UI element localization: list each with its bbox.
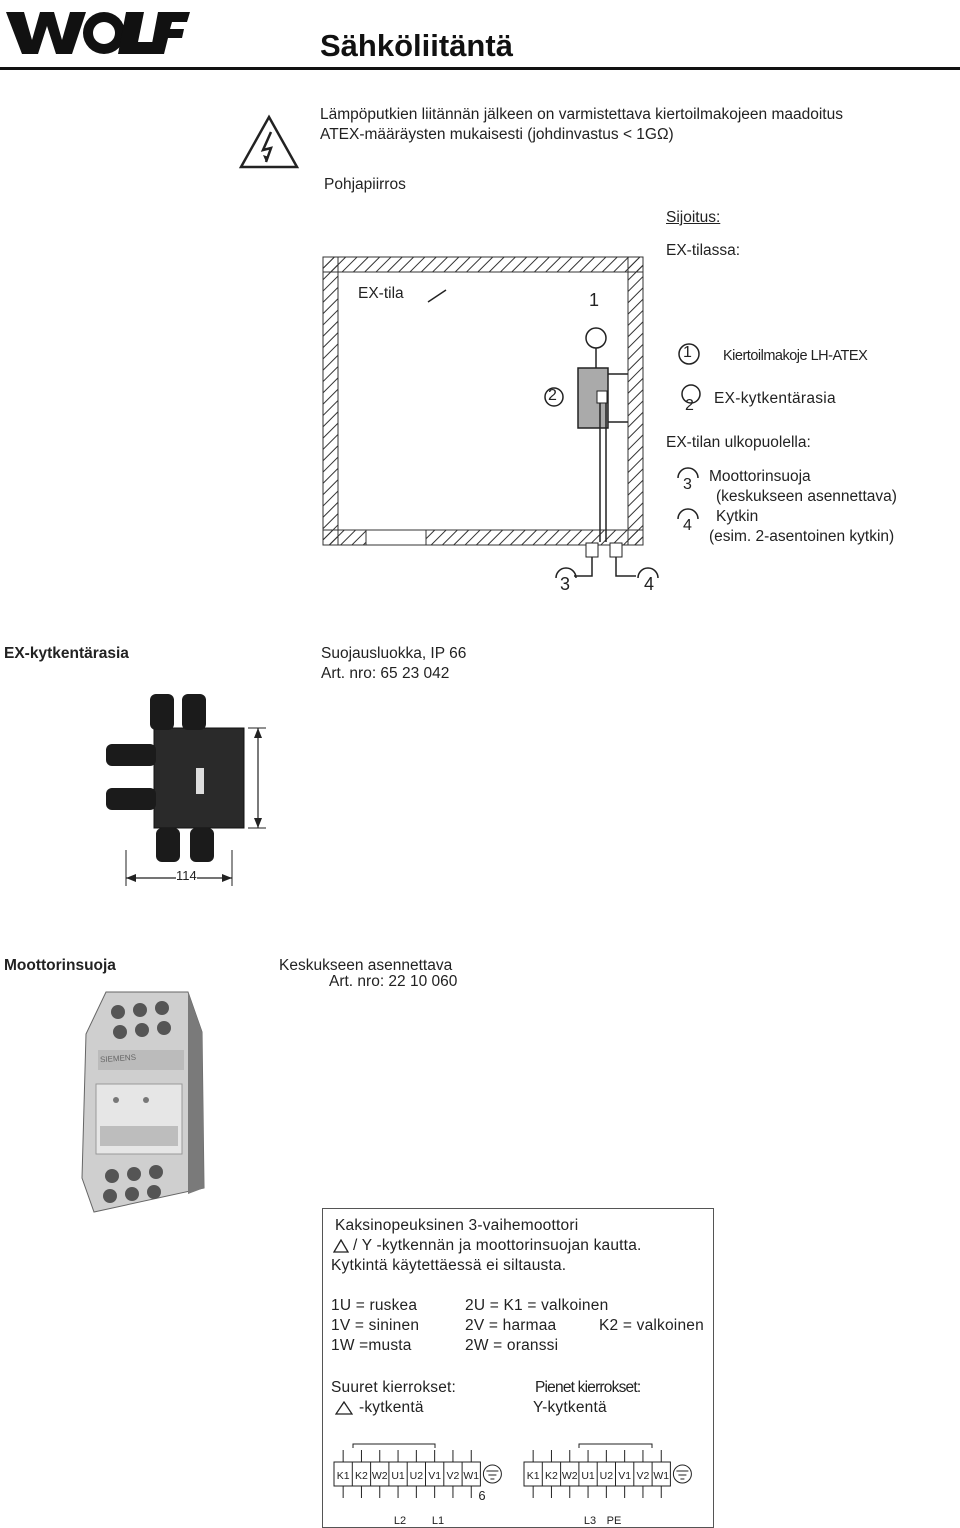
room-label: EX-tila bbox=[358, 285, 404, 302]
legend-item-4-note: (esim. 2-asentoinen kytkin) bbox=[709, 528, 895, 545]
callout-3: 3 bbox=[560, 574, 571, 594]
motor-protector-photo bbox=[81, 991, 205, 1213]
junction-box-heading: EX-kytkentärasia bbox=[4, 645, 129, 662]
legend-num-3: 3 bbox=[683, 476, 692, 493]
color-code-k2: K2 = valkoinen bbox=[599, 1317, 704, 1334]
legend-item-3: Moottorinsuoja bbox=[709, 468, 811, 485]
right-terminal-terminal-label: K2 bbox=[545, 1470, 558, 1482]
left-terminal-terminal-label: K2 bbox=[355, 1470, 368, 1482]
callout-1: 1 bbox=[589, 290, 600, 310]
left-terminal-terminal-label: V2 bbox=[447, 1470, 460, 1482]
left-terminal-terminal-label: V1 bbox=[428, 1470, 441, 1482]
callout-2: 2 bbox=[548, 387, 557, 404]
left-bottom-label-l1: L1 bbox=[432, 1515, 444, 1527]
info-line-1: Kaksinopeuksinen 3-vaihemoottori bbox=[335, 1217, 579, 1234]
junction-box-protection: Suojausluokka, IP 66 bbox=[321, 645, 467, 662]
left-jumper bbox=[352, 1443, 436, 1448]
legend-outside-heading: EX-tilan ulkopuolella: bbox=[666, 434, 811, 451]
left-terminal-terminal-label: K1 bbox=[337, 1470, 350, 1482]
terminal-marker: 6 bbox=[478, 1488, 485, 1503]
right-terminal-terminal-label: V1 bbox=[618, 1470, 631, 1482]
left-terminal-terminal-label: W1 bbox=[463, 1470, 479, 1482]
intro-line-2: ATEX-määräysten mukaisesti (johdinvastus… bbox=[320, 126, 674, 143]
right-bottom-label-l3: L3 bbox=[584, 1515, 596, 1527]
electric-hazard-icon bbox=[238, 114, 300, 169]
legend-item-1: Kiertoilmakoje LH-ATEX bbox=[723, 348, 868, 364]
legend-item-4: Kytkin bbox=[716, 508, 759, 525]
legend-num-4: 4 bbox=[683, 517, 692, 534]
legend-num-2: 2 bbox=[685, 397, 694, 414]
small-speed-mode: Y-kytkentä bbox=[533, 1399, 607, 1416]
right-ground-icon bbox=[672, 1464, 692, 1484]
info-line-2: / Y -kytkennän ja moottorinsuojan kautta… bbox=[353, 1237, 642, 1254]
right-terminal-terminal-label: W1 bbox=[653, 1470, 669, 1482]
info-line-3: Kytkintä käytettäessä ei siltausta. bbox=[331, 1257, 567, 1274]
left-terminal-terminal-label: U1 bbox=[391, 1470, 405, 1482]
left-bottom-label-l2: L2 bbox=[394, 1515, 406, 1527]
color-code-2u: 2U = K1 = valkoinen bbox=[465, 1297, 609, 1314]
legend-item-2: EX-kytkentärasia bbox=[714, 390, 836, 407]
legend-num-1: 1 bbox=[683, 344, 692, 361]
motor-protector-heading: Moottorinsuoja bbox=[4, 957, 116, 974]
color-code-2v: 2V = harmaa bbox=[465, 1317, 557, 1334]
junction-box-photo bbox=[106, 694, 266, 886]
left-ground-icon bbox=[482, 1464, 502, 1484]
color-code-1w: 1W =musta bbox=[331, 1337, 412, 1354]
large-speed-mode: -kytkentä bbox=[359, 1399, 424, 1416]
header-rule bbox=[0, 67, 960, 70]
intro-line-1: Lämpöputkien liitännän jälkeen on varmis… bbox=[320, 106, 843, 123]
large-speed-heading: Suuret kierrokset: bbox=[331, 1379, 457, 1396]
schematic-heading: Pohjapiirros bbox=[324, 176, 406, 193]
motor-protector-art-number: Art. nro: 22 10 060 bbox=[329, 973, 458, 990]
ex-area-heading: EX-tilassa: bbox=[666, 242, 741, 259]
small-speed-heading: Pienet kierrokset: bbox=[535, 1379, 641, 1396]
right-terminal-terminal-label: V2 bbox=[637, 1470, 650, 1482]
delta-icon bbox=[333, 1239, 349, 1253]
junction-box-art-number: Art. nro: 65 23 042 bbox=[321, 665, 450, 682]
right-terminal-terminal-label: K1 bbox=[527, 1470, 540, 1482]
right-jumper bbox=[578, 1443, 653, 1448]
page-title: Sähköliitäntä bbox=[320, 28, 513, 63]
delta-icon bbox=[335, 1401, 353, 1415]
right-bottom-label-pe: PE bbox=[607, 1515, 622, 1527]
left-terminal-terminal-label: W2 bbox=[372, 1470, 388, 1482]
legend-item-3-note: (keskukseen asennettava) bbox=[716, 488, 897, 505]
color-code-2w: 2W = oranssi bbox=[465, 1337, 559, 1354]
callout-4: 4 bbox=[644, 574, 655, 594]
wolf-logo bbox=[4, 6, 190, 58]
placement-heading: Sijoitus: bbox=[666, 209, 721, 226]
color-code-1u: 1U = ruskea bbox=[331, 1297, 418, 1314]
color-code-1v: 1V = sininen bbox=[331, 1317, 420, 1334]
left-terminal-terminal-label: U2 bbox=[410, 1470, 424, 1482]
right-terminal-terminal-label: U1 bbox=[581, 1470, 595, 1482]
dimension-label: 114 bbox=[176, 868, 197, 883]
floor-plan-diagram bbox=[322, 256, 701, 579]
wiring-info-box: Kaksinopeuksinen 3-vaihemoottori / Y -ky… bbox=[322, 1208, 714, 1528]
motor-protector-mounting: Keskukseen asennettava bbox=[279, 957, 453, 974]
right-terminal-terminal-label: W2 bbox=[562, 1470, 578, 1482]
right-terminal-terminal-label: U2 bbox=[600, 1470, 614, 1482]
